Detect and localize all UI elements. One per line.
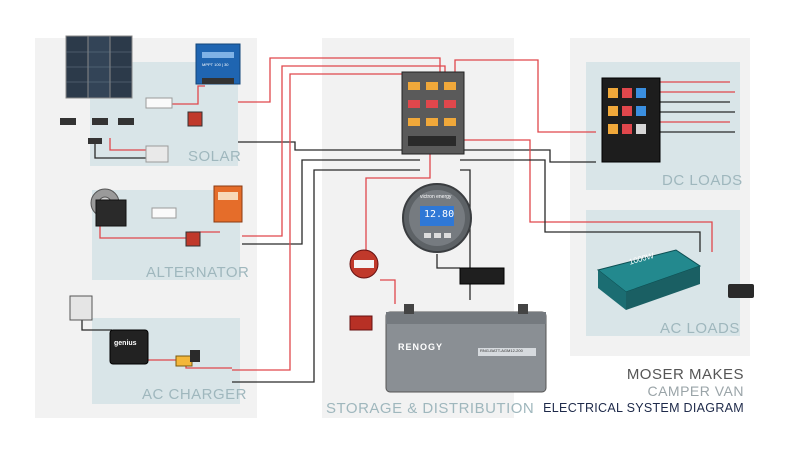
monitor-brand: victron energy — [420, 194, 452, 200]
wire-panel-combiner — [94, 138, 150, 159]
wire-alt-positive — [242, 65, 446, 237]
dc-fuse-box — [601, 77, 661, 163]
section-label-storage: STORAGE & DISTRIBUTION — [326, 400, 535, 417]
title-block: MOSER MAKES CAMPER VAN ELECTRICAL SYSTEM… — [543, 366, 744, 417]
section-label-ac-loads: AC LOADS — [660, 320, 740, 337]
ac-charger-plug — [190, 350, 200, 362]
solar-breaker — [187, 111, 203, 127]
shunt — [459, 267, 505, 285]
battery-brand: RENOGY — [398, 342, 444, 352]
inverter — [596, 249, 702, 310]
mppt-controller — [195, 43, 241, 85]
title-line-1: MOSER MAKES — [626, 366, 744, 383]
section-label-solar: SOLAR — [188, 148, 242, 165]
mc4-connectors — [60, 118, 134, 144]
title-line-2: CAMPER VAN — [647, 383, 744, 399]
shore-outlet — [69, 295, 93, 321]
dc-dc-charger — [213, 185, 243, 223]
battery-switch — [349, 249, 379, 279]
section-label-dc-loads: DC LOADS — [662, 172, 743, 189]
wire-switch-to-block — [365, 150, 431, 250]
wire-solar-breaker — [150, 85, 205, 105]
alt-breaker — [185, 231, 201, 247]
alt-fuse — [151, 207, 177, 219]
section-label-ac-charger: AC CHARGER — [142, 386, 248, 403]
battery-monitor — [402, 183, 472, 253]
battery-model: RNG-BATT-AGM12-200 — [480, 348, 523, 353]
wire-panel-combiner-pos — [109, 138, 150, 151]
wire-dc-loads-negative — [460, 149, 596, 163]
starter-battery — [95, 199, 127, 227]
wire-alt-negative — [242, 159, 420, 245]
wire-solar-negative — [238, 141, 420, 151]
solar-fuse — [145, 97, 173, 109]
wire-inverter-negative — [460, 159, 701, 252]
inverter-remote — [728, 284, 754, 298]
mppt-label: MPPT 100 | 30 — [202, 62, 229, 67]
solar-panels — [65, 35, 133, 99]
wire-inverter-positive — [460, 139, 713, 252]
ac-charger-fuse — [175, 355, 193, 367]
wire-charger-negative — [232, 169, 420, 383]
wire-solar-positive — [238, 57, 441, 103]
section-label-alternator: ALTERNATOR — [146, 264, 250, 281]
fuse-block — [401, 71, 465, 155]
ac-charger — [109, 329, 149, 365]
house-battery — [385, 304, 547, 393]
monitor-reading: 12.80 — [424, 209, 455, 220]
wire-shunt-to-block — [460, 169, 471, 270]
combiner-box — [145, 145, 169, 163]
ac-charger-brand: genius — [114, 340, 137, 347]
wire-dc-loads-positive — [454, 59, 596, 133]
wire-monitor — [436, 254, 460, 269]
main-fuse — [349, 315, 373, 331]
wire-battery-positive — [380, 279, 396, 304]
title-line-3: ELECTRICAL SYSTEM DIAGRAM — [543, 401, 744, 415]
